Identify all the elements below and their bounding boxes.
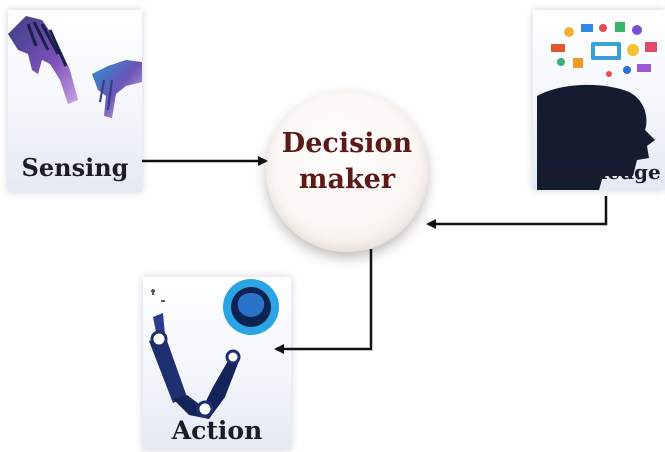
action-node: Action [143,277,291,450]
hands-sensing-icon [8,16,142,118]
action-label: Action [171,416,263,445]
knowledge-node: Knowledge [533,10,665,190]
knowledge-label: Knowledge [537,160,661,184]
arrow-knowledge-to-decision [426,196,608,229]
robot-arm-brain-icon [149,279,279,419]
decision-maker-label: Decision maker [281,128,413,195]
sensing-node: Sensing [8,10,142,192]
sensing-label: Sensing [21,153,129,182]
head-with-ideas-icon [537,22,657,190]
decision-maker-node: Decision maker [266,90,428,252]
